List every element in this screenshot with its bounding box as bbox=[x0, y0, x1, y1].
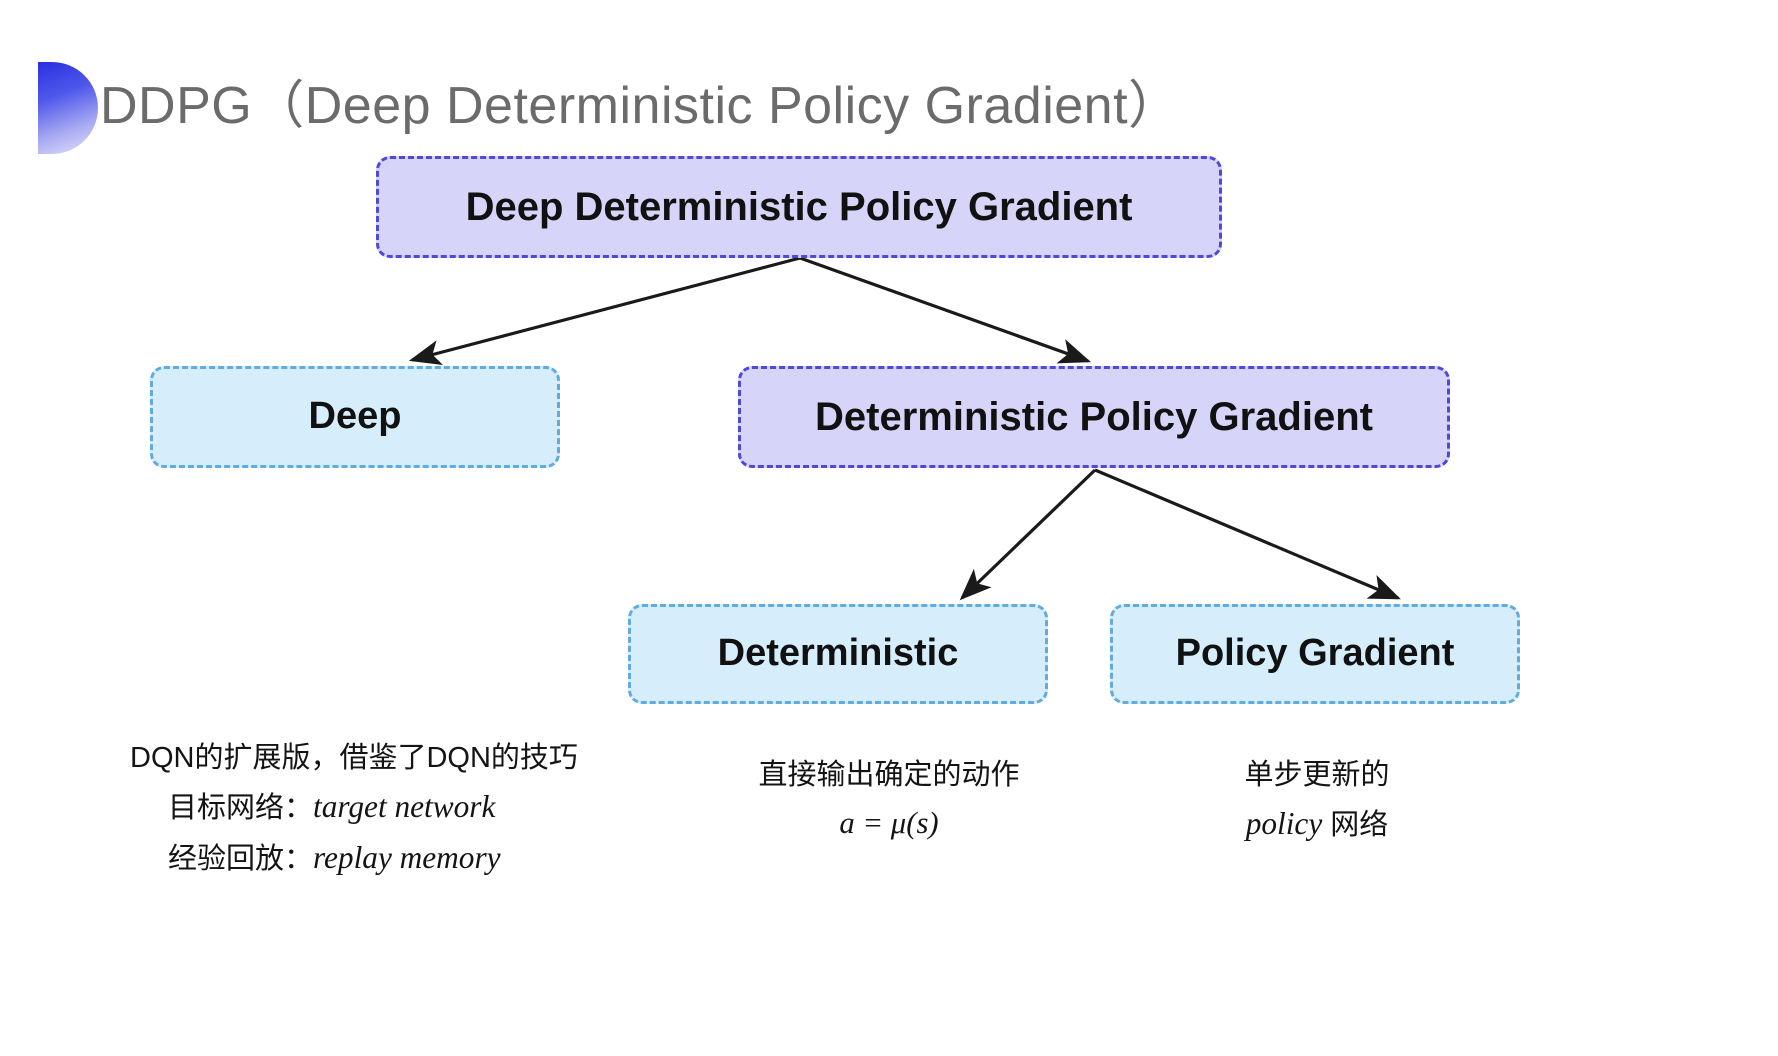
caption-policy-gradient-suffix: 网络 bbox=[1322, 808, 1389, 841]
caption-deep-line-3: 经验回放：replay memory bbox=[130, 833, 578, 884]
edge-dpg-to-policy-gradient bbox=[1094, 468, 1401, 600]
caption-deep-line-2-term: target network bbox=[313, 788, 496, 824]
node-deterministic-policy-gradient[interactable]: Deterministic Policy Gradient bbox=[738, 366, 1450, 468]
edge-root-to-deep bbox=[408, 256, 801, 366]
caption-deterministic-formula: a = μ(s) bbox=[839, 805, 939, 840]
node-deep[interactable]: Deep bbox=[150, 366, 560, 468]
caption-deep-line-2: 目标网络：target network bbox=[130, 782, 578, 833]
node-root[interactable]: Deep Deterministic Policy Gradient bbox=[376, 156, 1222, 258]
caption-deep-line-3-label: 经验回放： bbox=[168, 842, 314, 875]
node-deterministic[interactable]: Deterministic bbox=[628, 604, 1048, 704]
caption-deep-line-2-label: 目标网络： bbox=[168, 791, 314, 824]
edge-root-to-dpg bbox=[799, 256, 1092, 364]
caption-deterministic-line-1: 直接输出确定的动作 bbox=[758, 759, 1020, 791]
caption-policy-gradient: 单步更新的 policy 网络 bbox=[1182, 752, 1452, 850]
caption-deep-line-3-term: replay memory bbox=[313, 839, 501, 875]
caption-policy-gradient-term: policy bbox=[1245, 805, 1323, 841]
caption-deterministic: 直接输出确定的动作 a = μ(s) bbox=[744, 752, 1034, 849]
caption-deep-line-1: DQN的扩展版，借鉴了DQN的技巧 bbox=[130, 742, 578, 774]
page-title: DDPG（Deep Deterministic Policy Gradient） bbox=[100, 77, 1181, 135]
caption-policy-gradient-line-1: 单步更新的 bbox=[1244, 759, 1390, 791]
caption-policy-gradient-line-2: policy 网络 bbox=[1182, 799, 1452, 850]
edge-dpg-to-deterministic bbox=[959, 468, 1097, 601]
node-policy-gradient[interactable]: Policy Gradient bbox=[1110, 604, 1520, 704]
half-circle-gradient-icon bbox=[38, 62, 98, 154]
caption-deep: DQN的扩展版，借鉴了DQN的技巧 目标网络：target network 经验… bbox=[130, 735, 578, 883]
